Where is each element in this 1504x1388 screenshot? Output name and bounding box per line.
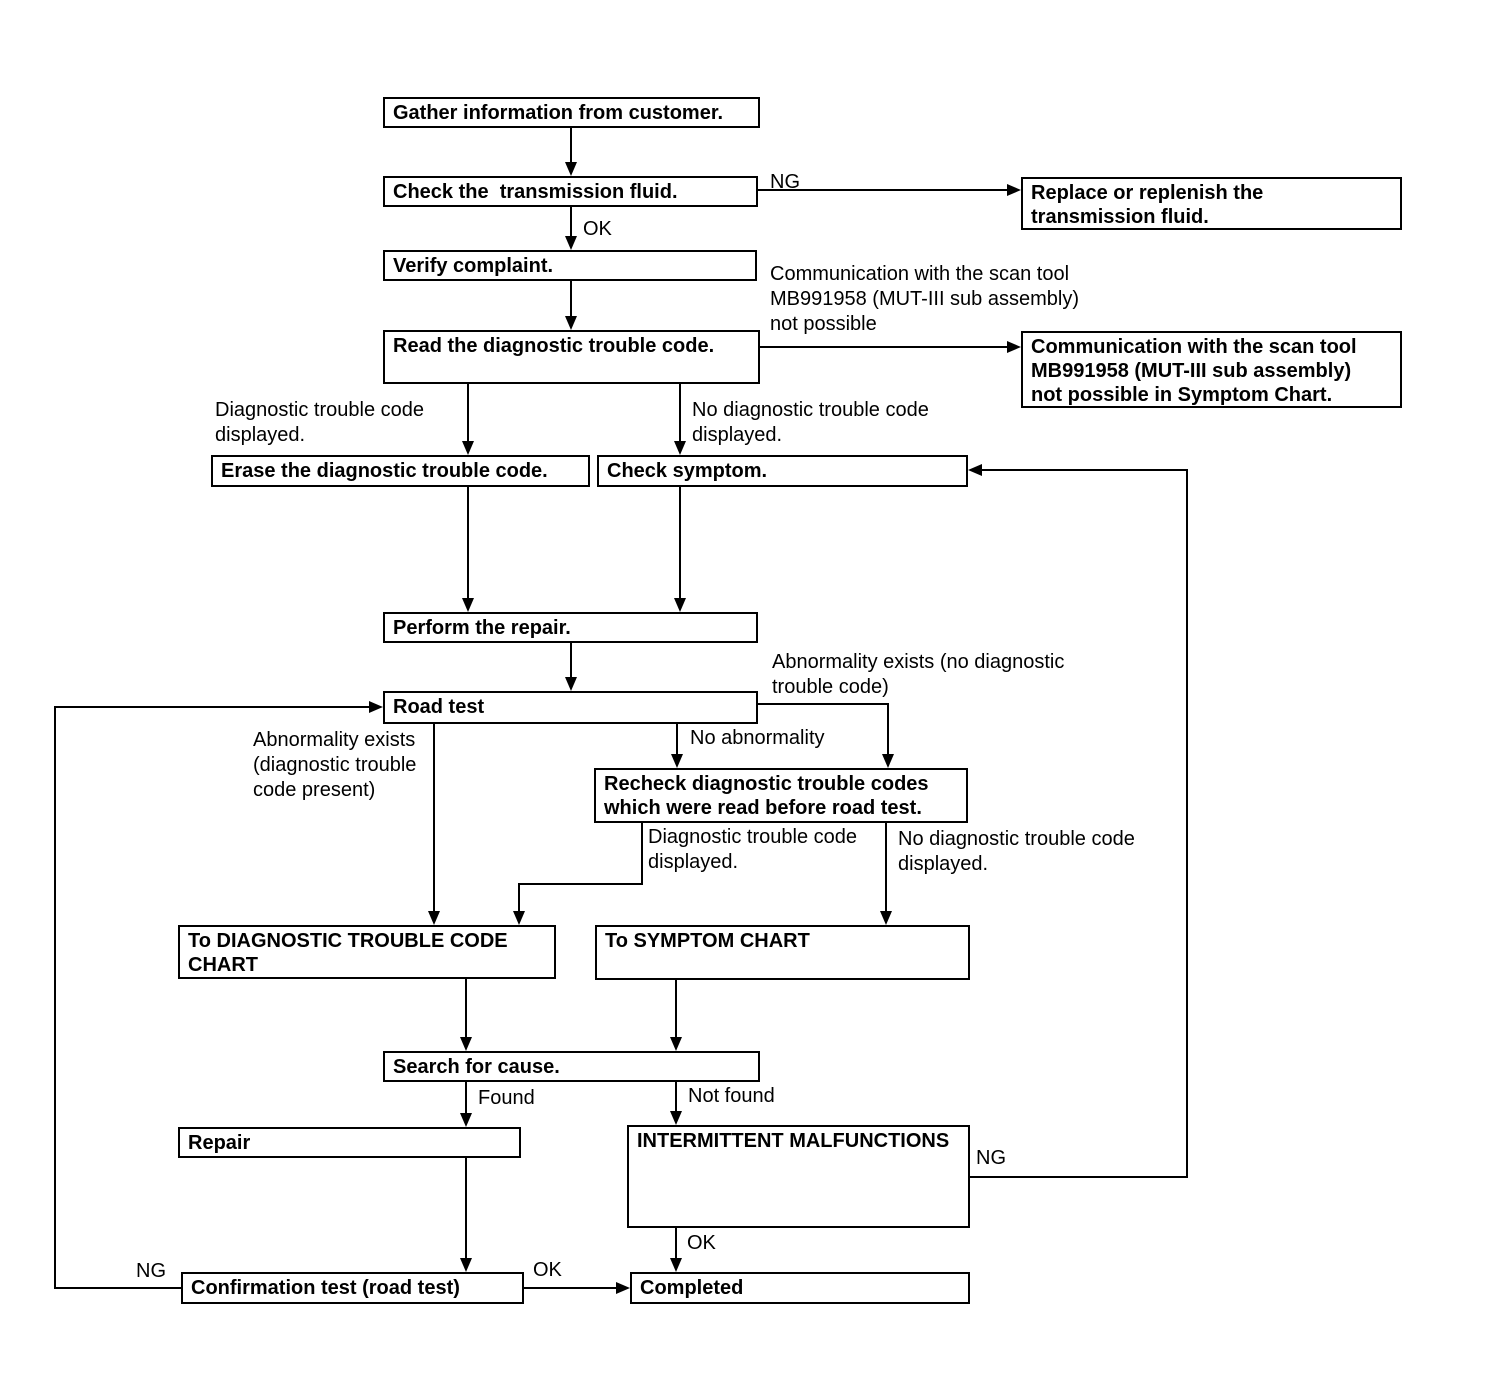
- connector-recheck-to-symptomchart: [885, 823, 887, 913]
- connector-roadtest-to-dtcchart: [433, 724, 435, 913]
- node-intermittent-malfunctions: INTERMITTENT MALFUNCTIONS: [627, 1125, 970, 1228]
- connector-ng-to-replacefluid: [758, 189, 1009, 191]
- node-check-transmission-fluid: Check the transmission fluid.: [383, 176, 758, 207]
- arrowhead: [616, 1282, 630, 1294]
- connector-erase-to-perform: [467, 487, 469, 600]
- arrowhead: [968, 464, 982, 476]
- arrowhead: [670, 1111, 682, 1125]
- connector-roadtest-to-recheck: [676, 724, 678, 756]
- connector-checkfluid-to-verify: [570, 207, 572, 238]
- label-dtc-displayed-2: Diagnostic trouble code displayed.: [648, 826, 858, 873]
- label-ng-intermittent: NG: [976, 1147, 1006, 1169]
- connector-search-to-intermittent: [675, 1082, 677, 1113]
- node-erase-dtc: Erase the diagnostic trouble code.: [211, 455, 590, 487]
- connector-checksymptom-to-perform: [679, 487, 681, 600]
- node-road-test: Road test: [383, 691, 758, 724]
- label-ok-intermittent: OK: [687, 1232, 716, 1254]
- arrowhead: [882, 754, 894, 768]
- connector-recheck-left-drop: [518, 883, 520, 913]
- label-abnormality-no-dtc: Abnormality exists (no diagnostic troubl…: [772, 651, 1065, 698]
- node-check-symptom: Check symptom.: [597, 455, 968, 487]
- arrowhead: [674, 441, 686, 455]
- connector-recheck-left-across: [518, 883, 643, 885]
- arrowhead: [565, 316, 577, 330]
- arrowhead: [369, 701, 383, 713]
- node-communication-not-possible: Communication with the scan tool MB99195…: [1021, 331, 1402, 408]
- label-no-dtc-displayed: No diagnostic trouble code displayed.: [692, 399, 929, 446]
- connector-roadtest-right: [758, 703, 889, 705]
- node-perform-repair: Perform the repair.: [383, 612, 758, 643]
- connector-ng-loop-to-checksymptom: [982, 469, 1188, 471]
- arrowhead: [674, 598, 686, 612]
- connector-intermittent-to-completed: [675, 1228, 677, 1260]
- label-communication-note: Communication with the scan tool MB99195…: [770, 263, 1079, 335]
- connector-intermittent-ng-right: [970, 1176, 1188, 1178]
- node-completed: Completed: [630, 1272, 970, 1304]
- label-ng-fluid: NG: [770, 171, 800, 193]
- connector-ng-loop-up: [1186, 469, 1188, 1178]
- node-replace-replenish-fluid: Replace or replenish the transmission fl…: [1021, 177, 1402, 230]
- arrowhead: [565, 677, 577, 691]
- arrowhead: [565, 236, 577, 250]
- node-recheck-dtc: Recheck diagnostic trouble codes which w…: [594, 768, 968, 823]
- connector-readdtc-to-checksymptom: [679, 384, 681, 443]
- arrowhead: [880, 911, 892, 925]
- connector-perform-to-roadtest: [570, 643, 572, 679]
- label-ok-confirmation: OK: [533, 1259, 562, 1281]
- node-repair: Repair: [178, 1127, 521, 1158]
- arrowhead: [460, 1258, 472, 1272]
- label-abnormality-dtc: Abnormality exists (diagnostic trouble c…: [253, 729, 417, 801]
- connector-search-to-repair: [465, 1082, 467, 1115]
- arrowhead: [1007, 341, 1021, 353]
- arrowhead: [1007, 184, 1021, 196]
- connector-recheck-left-down: [641, 823, 643, 885]
- label-ng-confirmation: NG: [136, 1260, 166, 1282]
- connector-ng-loop-left-up: [54, 706, 56, 1289]
- node-verify-complaint: Verify complaint.: [383, 250, 757, 281]
- node-confirmation-test: Confirmation test (road test): [181, 1272, 524, 1304]
- connector-verify-to-readdtc: [570, 281, 572, 318]
- arrowhead: [671, 754, 683, 768]
- label-not-found: Not found: [688, 1085, 775, 1107]
- connector-dtcchart-to-search: [465, 979, 467, 1039]
- node-dtc-chart: To DIAGNOSTIC TROUBLE CODE CHART: [178, 925, 556, 979]
- connector-readdtc-to-comm: [760, 346, 1009, 348]
- label-no-dtc-displayed-2: No diagnostic trouble code displayed.: [898, 828, 1135, 875]
- connector-ng-loop-to-roadtest: [54, 706, 369, 708]
- node-search-for-cause: Search for cause.: [383, 1051, 760, 1082]
- arrowhead: [462, 441, 474, 455]
- node-symptom-chart: To SYMPTOM CHART: [595, 925, 970, 980]
- arrowhead: [565, 162, 577, 176]
- node-read-dtc: Read the diagnostic trouble code.: [383, 330, 760, 384]
- connector-readdtc-to-erase: [467, 384, 469, 443]
- arrowhead: [670, 1037, 682, 1051]
- connector-roadtest-right-down: [887, 703, 889, 756]
- arrowhead: [460, 1037, 472, 1051]
- label-found: Found: [478, 1087, 535, 1109]
- arrowhead: [670, 1258, 682, 1272]
- node-gather-information: Gather information from customer.: [383, 97, 760, 128]
- connector-confirmation-ok: [523, 1287, 616, 1289]
- connector-repair-to-confirmation: [465, 1158, 467, 1260]
- arrowhead: [460, 1113, 472, 1127]
- connector-symptomchart-to-search: [675, 980, 677, 1039]
- connector-confirmation-ng-left: [54, 1287, 181, 1289]
- arrowhead: [428, 911, 440, 925]
- label-no-abnormality: No abnormality: [690, 727, 825, 749]
- label-ok-fluid: OK: [583, 218, 612, 240]
- arrowhead: [462, 598, 474, 612]
- arrowhead: [513, 911, 525, 925]
- label-dtc-displayed: Diagnostic trouble code displayed.: [215, 399, 425, 446]
- connector-gather-to-checkfluid: [570, 128, 572, 164]
